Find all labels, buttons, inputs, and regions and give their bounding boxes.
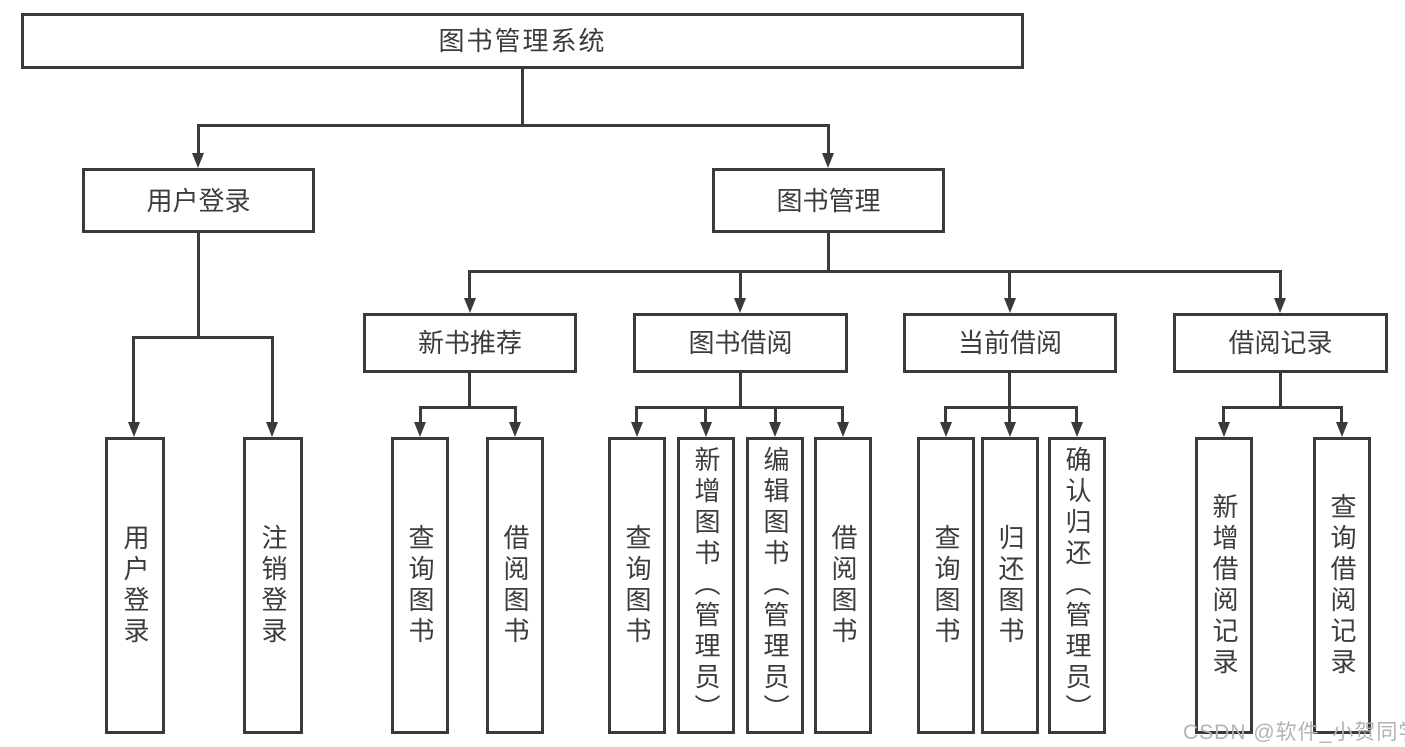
connector-line (521, 69, 524, 127)
connector-line (635, 406, 844, 409)
arrow-down (464, 298, 476, 313)
leaf-borrow-query-book: 查询图书 (608, 437, 666, 734)
connector-line (419, 406, 422, 425)
leaf-edit-book-admin: 编辑图书（管理员） (746, 437, 804, 734)
node-borrow-record: 借阅记录 (1173, 313, 1388, 373)
node-current-borrow: 当前借阅 (903, 313, 1117, 373)
arrow-down (414, 422, 426, 437)
connector-line (704, 406, 707, 425)
connector-line (197, 124, 830, 127)
leaf-label: 查询借阅记录 (1327, 492, 1357, 679)
node-book-borrow: 图书借阅 (633, 313, 848, 373)
connector-line (468, 373, 471, 409)
arrow-down (509, 422, 521, 437)
arrow-down (192, 153, 204, 168)
connector-line (827, 233, 830, 273)
connector-line (197, 233, 200, 339)
leaf-label: 注销登录 (258, 523, 288, 648)
leaf-confirm-return-admin: 确认归还（管理员） (1048, 437, 1106, 734)
arrow-down (1071, 422, 1083, 437)
leaf-label: 新增图书（管理员） (691, 446, 721, 725)
connector-line (739, 373, 742, 409)
connector-line (468, 270, 471, 301)
node-root: 图书管理系统 (21, 13, 1024, 69)
connector-line (1279, 373, 1282, 409)
arrow-down (769, 422, 781, 437)
leaf-recommend-query-book: 查询图书 (391, 437, 449, 734)
node-new-book-recommend: 新书推荐 (363, 313, 577, 373)
node-book-management: 图书管理 (712, 168, 945, 233)
connector-line (1008, 270, 1011, 301)
connector-line (635, 406, 638, 425)
leaf-label: 用户登录 (120, 523, 150, 648)
arrow-down (700, 422, 712, 437)
connector-line (197, 124, 200, 156)
leaf-current-query-book: 查询图书 (917, 437, 975, 734)
connector-line (1222, 406, 1343, 409)
leaf-label: 借阅图书 (500, 523, 530, 648)
connector-line (1279, 270, 1282, 301)
leaf-add-book-admin: 新增图书（管理员） (677, 437, 735, 734)
leaf-label: 查询图书 (931, 523, 961, 648)
connector-line (1340, 406, 1343, 425)
arrow-down (1004, 422, 1016, 437)
connector-line (841, 406, 844, 425)
connector-line (944, 406, 1078, 409)
connector-line (944, 406, 947, 425)
connector-line (132, 336, 274, 339)
arrow-down (837, 422, 849, 437)
arrow-down (1274, 298, 1286, 313)
arrow-down (940, 422, 952, 437)
leaf-label: 新增借阅记录 (1209, 492, 1239, 679)
connector-line (271, 336, 274, 424)
leaf-return-book: 归还图书 (981, 437, 1039, 734)
connector-line (1075, 406, 1078, 425)
node-user-login: 用户登录 (82, 168, 315, 233)
arrow-down (1004, 298, 1016, 313)
connector-line (1222, 406, 1225, 425)
arrow-down (734, 298, 746, 313)
leaf-recommend-borrow-book: 借阅图书 (486, 437, 544, 734)
arrow-down (128, 422, 140, 437)
connector-line (1008, 406, 1011, 425)
connector-line (132, 336, 135, 424)
connector-line (468, 270, 1282, 273)
leaf-logout-login: 注销登录 (243, 437, 303, 734)
leaf-label: 查询图书 (622, 523, 652, 648)
leaf-borrow-book: 借阅图书 (814, 437, 872, 734)
leaf-add-borrow-record: 新增借阅记录 (1195, 437, 1253, 734)
arrow-down (1336, 422, 1348, 437)
arrow-down (822, 153, 834, 168)
leaf-label: 查询图书 (405, 523, 435, 648)
watermark: CSDN @软件_小贺同学 (1183, 721, 1405, 744)
arrow-down (631, 422, 643, 437)
leaf-label: 编辑图书（管理员） (760, 446, 790, 725)
connector-line (774, 406, 777, 425)
leaf-label: 借阅图书 (828, 523, 858, 648)
connector-line (827, 124, 830, 156)
arrow-down (266, 422, 278, 437)
leaf-query-borrow-record: 查询借阅记录 (1313, 437, 1371, 734)
connector-line (739, 270, 742, 301)
arrow-down (1218, 422, 1230, 437)
connector-line (419, 406, 517, 409)
leaf-label: 归还图书 (995, 523, 1025, 648)
connector-line (1008, 373, 1011, 409)
leaf-user-login: 用户登录 (105, 437, 165, 734)
connector-line (514, 406, 517, 425)
leaf-label: 确认归还（管理员） (1062, 446, 1092, 725)
